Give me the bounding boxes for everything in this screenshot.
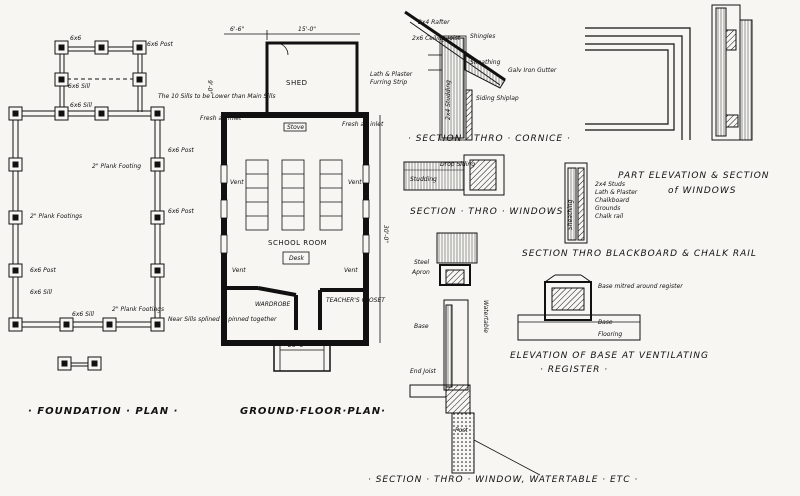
ground-floor-plan: 6'-6" 15'-0" 9'-0" 30'-0" Desk Stove: [200, 26, 389, 417]
window-watertable-section: Steel Apron Base Watertable End Joist Po…: [368, 232, 638, 485]
bb-stud: 2x4 Studs: [595, 181, 625, 188]
cornice-rafter: 2x4 Rafter: [418, 19, 450, 26]
label-plank-footing: 2" Plank Footing: [92, 163, 141, 170]
label-sill-low: 6x6 Sill: [30, 289, 52, 296]
label-sill-top: 6x6 Sill: [68, 83, 90, 90]
base-label: Base: [598, 319, 613, 326]
label-dim-post: 6x6: [70, 35, 81, 42]
stove: [283, 122, 307, 132]
label-vent-br: Vent: [344, 267, 358, 274]
windows-section: Studding Drop Siding SECTION · THRO · WI…: [403, 154, 571, 217]
room-schoolroom: SCHOOL ROOM: [268, 239, 327, 247]
ww-post: Post: [455, 427, 468, 434]
window-elevation: PART ELEVATION & SECTION of WINDOWS: [585, 4, 770, 196]
base-register: Base mitred around register: [598, 283, 683, 290]
desk-label: Desk: [289, 255, 304, 262]
wall-windows: [220, 164, 370, 254]
ww-apron: Apron: [411, 269, 430, 276]
cornice-lath: Lath & Plaster: [370, 71, 413, 78]
label-plank-footings: 2" Plank Footings: [30, 213, 82, 220]
base-flooring: Flooring: [598, 331, 622, 338]
partitions: [224, 286, 366, 330]
label-post-left: 6x6 Post: [30, 267, 57, 274]
window-elevation-title: PART ELEVATION & SECTION: [618, 171, 770, 181]
cornice-section: 2x4 Rafter Shingles 2x6 Ceiling Joist La…: [370, 10, 571, 144]
label-post-right-2: 6x6 Post: [168, 208, 195, 215]
label-plank-bottom: 2" Plank Footings: [112, 306, 164, 313]
cornice-ceiling-joist: 2x6 Ceiling Joist: [412, 35, 461, 42]
label-sill-bottom: 6x6 Sill: [72, 311, 94, 318]
ww-end-joist: End Joist: [410, 368, 437, 375]
label-vent-bl: Vent: [232, 267, 246, 274]
foundation-posts: [8, 40, 165, 371]
shed-outline: [265, 41, 359, 117]
room-wardrobe: WARDROBE: [255, 301, 291, 308]
label-vent-left: Vent: [230, 179, 244, 186]
cornice-sheathing: Sheathing: [470, 59, 501, 66]
bb-chalk: Chalk rail: [595, 213, 624, 220]
cornice-siding: Siding Shiplap: [476, 95, 519, 102]
ww-base: Base: [414, 323, 429, 330]
windows-section-title: SECTION · THRO · WINDOWS ·: [410, 207, 571, 217]
foundation-plan-title: · FOUNDATION · PLAN ·: [28, 406, 178, 417]
stove-label: Stove: [287, 124, 304, 131]
porch: [273, 342, 331, 372]
blackboard-title: SECTION THRO BLACKBOARD & CHALK RAIL: [522, 249, 757, 259]
windows-drop: Drop Siding: [440, 161, 475, 168]
cornice-stud: 2x4 Studding: [445, 80, 452, 120]
ww-watertable: Watertable: [482, 300, 489, 333]
dim-left-side: 9'-0": [206, 80, 213, 94]
ww-steel: Steel: [414, 259, 430, 266]
dim-porch: 26'-6": [288, 342, 306, 349]
base-register-title: ELEVATION OF BASE AT VENTILATING: [510, 351, 709, 361]
window-elevation-title-2: of WINDOWS: [668, 186, 736, 196]
windows-studding: Studding: [410, 176, 437, 183]
foundation-plan: 6x6 6x6 Post 6x6 Sill The 10 Sills to be…: [8, 35, 277, 417]
cornice-furring: Furring Strip: [370, 79, 407, 86]
label-post-right-1: 6x6 Post: [168, 147, 195, 154]
label-vent-right: Vent: [348, 179, 362, 186]
room-teachers-closet: TEACHER'S CLOSET: [326, 297, 386, 304]
bb-sheathing: Sheathing: [567, 199, 574, 230]
blackboard-section: 2x4 Studs Lath & Plaster Chalkboard Grou…: [522, 162, 757, 259]
desk-rows: [245, 159, 343, 231]
label-post-top: 6x6 Post: [147, 41, 174, 48]
cornice-gutter: Galv Iron Gutter: [508, 67, 557, 74]
room-shed: SHED: [286, 79, 308, 87]
dim-right-side: 30'-0": [382, 225, 389, 243]
ground-floor-plan-title: GROUND·FLOOR·PLAN·: [240, 406, 386, 417]
bb-ground: Grounds: [595, 205, 620, 212]
bb-board: Chalkboard: [595, 197, 629, 204]
label-fresh-air-left: Fresh air inlet: [200, 115, 242, 122]
bb-lath: Lath & Plaster: [595, 189, 638, 196]
label-fresh-air-right: Fresh air inlet: [342, 121, 384, 128]
cornice-shingles: Shingles: [470, 33, 495, 40]
dim-top-right: 15'-0": [298, 26, 316, 33]
window-watertable-title: · SECTION · THRO · WINDOW, WATERTABLE · …: [368, 475, 638, 485]
label-sill-left: 6x6 Sill: [70, 102, 92, 109]
base-register-title-2: · REGISTER ·: [540, 365, 608, 375]
base-register-elevation: Base mitred around register Base Floorin…: [510, 274, 709, 375]
label-note-sills: The 10 Sills to be Lower than Main Sills: [158, 93, 275, 100]
teacher-desk: [282, 251, 310, 265]
dim-top-left: 6'-6": [230, 26, 244, 33]
cornice-section-title: · SECTION · THRO · CORNICE ·: [408, 134, 571, 144]
